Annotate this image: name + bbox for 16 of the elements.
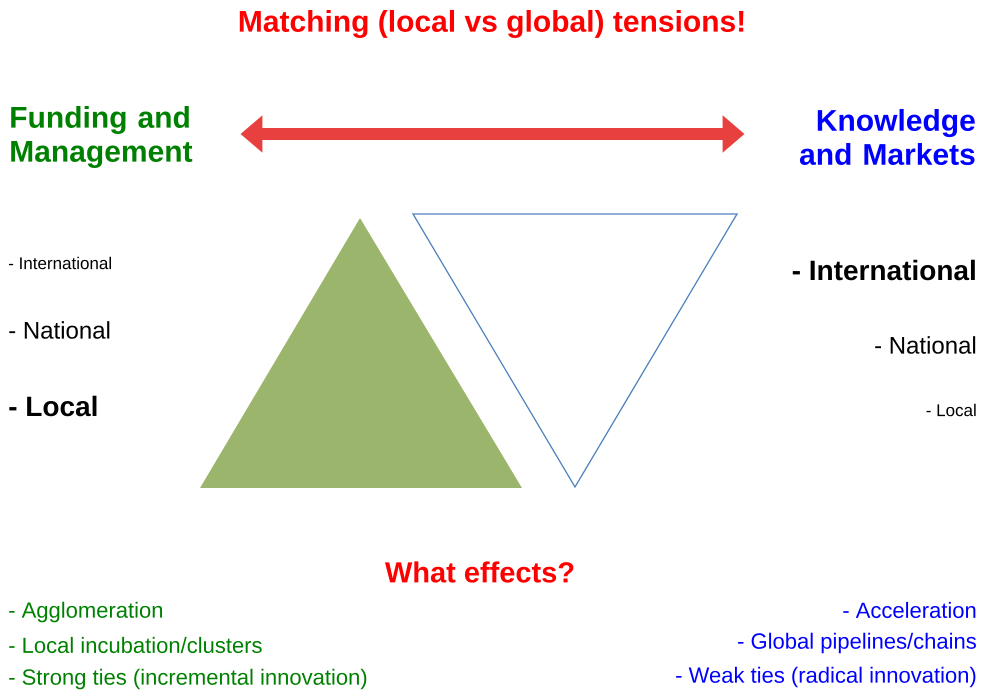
list-item: - Global pipelines/chains [738,632,976,654]
list-item: - Acceleration [843,602,976,618]
list-item: - International [8,256,111,270]
list-item: - Strong ties (incremental innovation) [9,668,366,690]
heading: Funding and Management [11,106,192,168]
list-item: - Weak ties (radical innovation) [676,666,976,688]
list-item: - National [875,336,976,354]
list-item: - National [9,321,110,339]
list-item: - Agglomeration [9,602,162,622]
title: Matching (local vs global) tensions! [240,10,744,38]
list-item: - Local [9,396,96,416]
heading: Knowledge and Markets [800,108,975,165]
heading: What effects? [384,561,574,583]
list-item: - International [792,260,975,280]
list-item: - Local incubation/clusters [9,636,262,654]
list-item: - Local [926,404,976,416]
